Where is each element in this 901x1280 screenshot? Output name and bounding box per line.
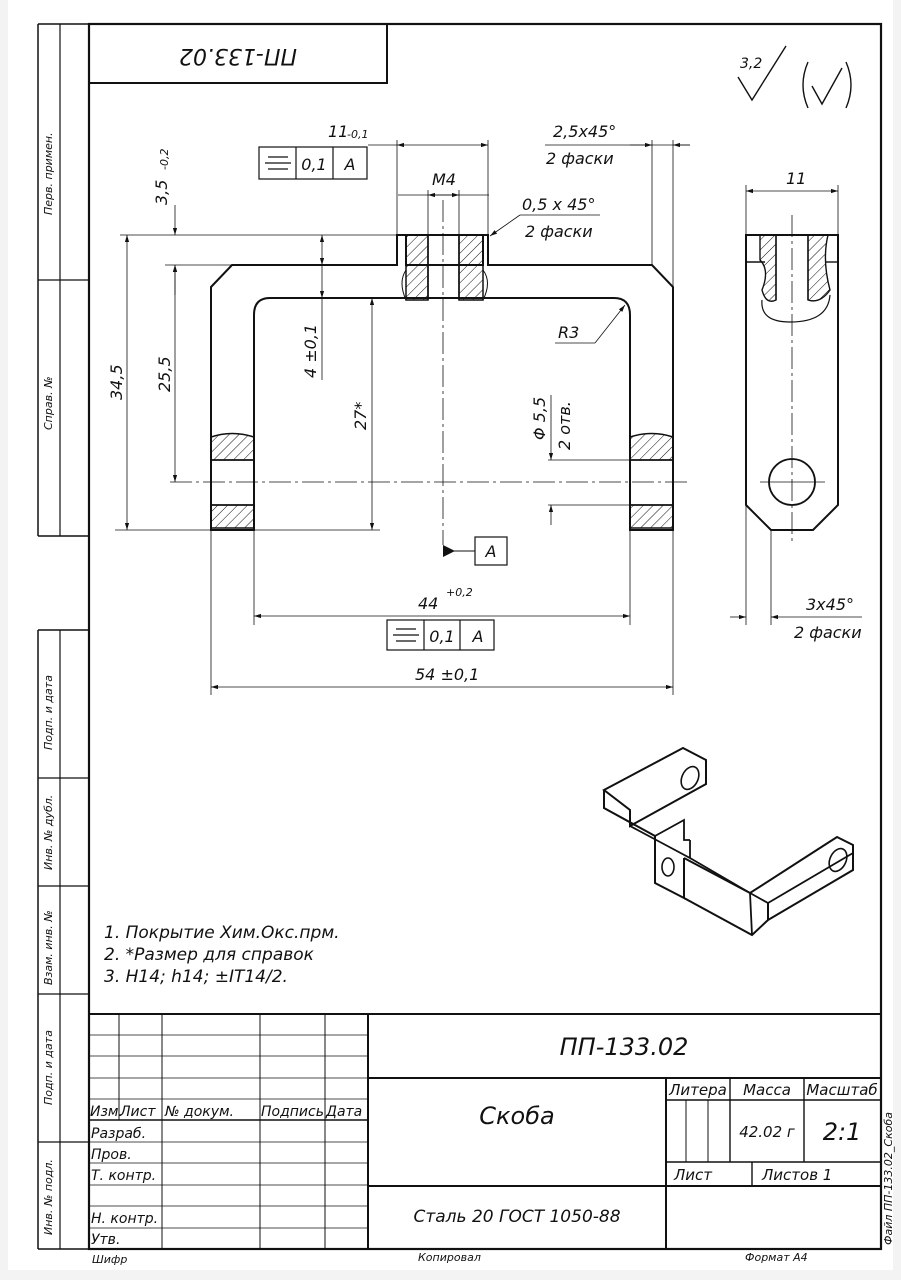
front-dimensions: 11 -0,1 0,1 A M4 0,5 x 45° 2 фаски 2,5x4… [107, 122, 690, 695]
isometric-view [602, 746, 854, 937]
left-strip-labels: Перв. примен. Справ. № Подп. и дата Инв.… [42, 132, 55, 1235]
row-nkontr: Н. контр. [91, 1211, 158, 1227]
dim-chamfer05: 0,5 x 45° [522, 195, 595, 214]
dim-54: 54 ±0,1 [415, 665, 479, 684]
row-razrab: Разраб. [91, 1126, 146, 1142]
label-inv-podl: Инв. № подл. [42, 1159, 55, 1235]
label-vzam-inv: Взам. инв. № [42, 910, 55, 985]
title-block: Изм. Лист № докум. Подпись Дата Разраб. … [89, 1013, 881, 1249]
row-utv: Утв. [91, 1232, 120, 1248]
label-perv-primen: Перв. примен. [42, 132, 55, 215]
dim-27: 27* [351, 402, 370, 430]
footer-file: Файл ПП-133.02_Скоба [882, 1112, 895, 1245]
dim-hole-note: 2 отв. [555, 401, 574, 450]
col-sign: Подпись [261, 1104, 324, 1120]
dim-44-tol: +0,2 [446, 586, 473, 599]
dim-11: 11 [328, 122, 348, 141]
col-izm: Изм. [90, 1104, 123, 1120]
litera-label: Литера [668, 1081, 727, 1099]
tol-bottom-value: 0,1 [429, 627, 454, 646]
datum-label: A [485, 542, 497, 561]
dim-r3: R3 [558, 323, 579, 342]
tol-top-datum: A [344, 155, 356, 174]
footer: Шифр Копировал Формат А4 Файл ПП-133.02_… [92, 1112, 895, 1266]
dim-345: 34,5 [107, 364, 126, 400]
mass-label: Масса [743, 1081, 791, 1099]
roughness-symbol: 3,2 [737, 45, 852, 109]
top-code-flipped: ПП-133.02 [179, 43, 297, 68]
note-3: 3. H14; h14; ±IT14/2. [104, 967, 288, 987]
top-code-box: ПП-133.02 [88, 23, 388, 84]
dim-44: 44 [418, 594, 438, 613]
dim-m4: M4 [432, 170, 456, 189]
label-inv-dubl: Инв. № дубл. [42, 795, 55, 870]
scale-label: Масштаб [806, 1081, 877, 1099]
note-1: 1. Покрытие Хим.Окс.прм. [104, 923, 340, 943]
footer-kopiroval: Копировал [418, 1251, 481, 1264]
front-view [170, 200, 690, 545]
row-tkontr: Т. контр. [91, 1168, 156, 1184]
dim-chamfer3-note: 2 фаски [794, 623, 862, 642]
frame [37, 22, 883, 1251]
col-list: Лист [119, 1104, 156, 1120]
sheets-label: Листов 1 [761, 1166, 832, 1184]
label-sprav-no: Справ. № [42, 376, 55, 430]
note-2: 2. *Размер для справок [104, 945, 315, 965]
dim-chamfer25: 2,5x45° [553, 122, 616, 141]
footer-format: Формат А4 [745, 1251, 808, 1264]
label-podp-data-2: Подп. и дата [42, 1030, 55, 1105]
tol-top-value: 0,1 [301, 155, 326, 174]
title-material: Сталь 20 ГОСТ 1050-88 [413, 1207, 620, 1227]
col-date: Дата [325, 1104, 362, 1120]
drawing-sheet [8, 0, 893, 1270]
side-view: 11 3x45° 2 фаски [730, 169, 862, 642]
dim-chamfer05-note: 2 фаски [525, 222, 593, 241]
notes: 1. Покрытие Хим.Окс.прм. 2. *Размер для … [104, 923, 340, 987]
dim-side-11: 11 [786, 169, 806, 188]
dim-chamfer25-note: 2 фаски [546, 149, 614, 168]
sheet-label: Лист [673, 1166, 713, 1184]
dim-35-tol: -0,2 [158, 149, 171, 170]
dim-255: 25,5 [155, 356, 174, 392]
roughness-value: 3,2 [740, 56, 762, 72]
mass-value: 42.02 г [739, 1123, 795, 1141]
dim-4: 4 ±0,1 [301, 324, 320, 378]
dim-hole: Φ 5,5 [530, 397, 549, 440]
col-doc: № докум. [164, 1104, 234, 1120]
scale-value: 2:1 [823, 1118, 862, 1146]
label-podp-data-1: Подп. и дата [42, 675, 55, 750]
row-prov: Пров. [91, 1147, 132, 1163]
footer-shifr: Шифр [92, 1253, 127, 1266]
tol-bottom-datum: A [472, 627, 484, 646]
dim-11-tol: -0,1 [347, 128, 368, 141]
dim-35: 3,5 [152, 180, 171, 205]
dim-chamfer3: 3x45° [806, 595, 854, 614]
title-designation: ПП-133.02 [560, 1033, 689, 1061]
title-name: Скоба [479, 1102, 554, 1130]
